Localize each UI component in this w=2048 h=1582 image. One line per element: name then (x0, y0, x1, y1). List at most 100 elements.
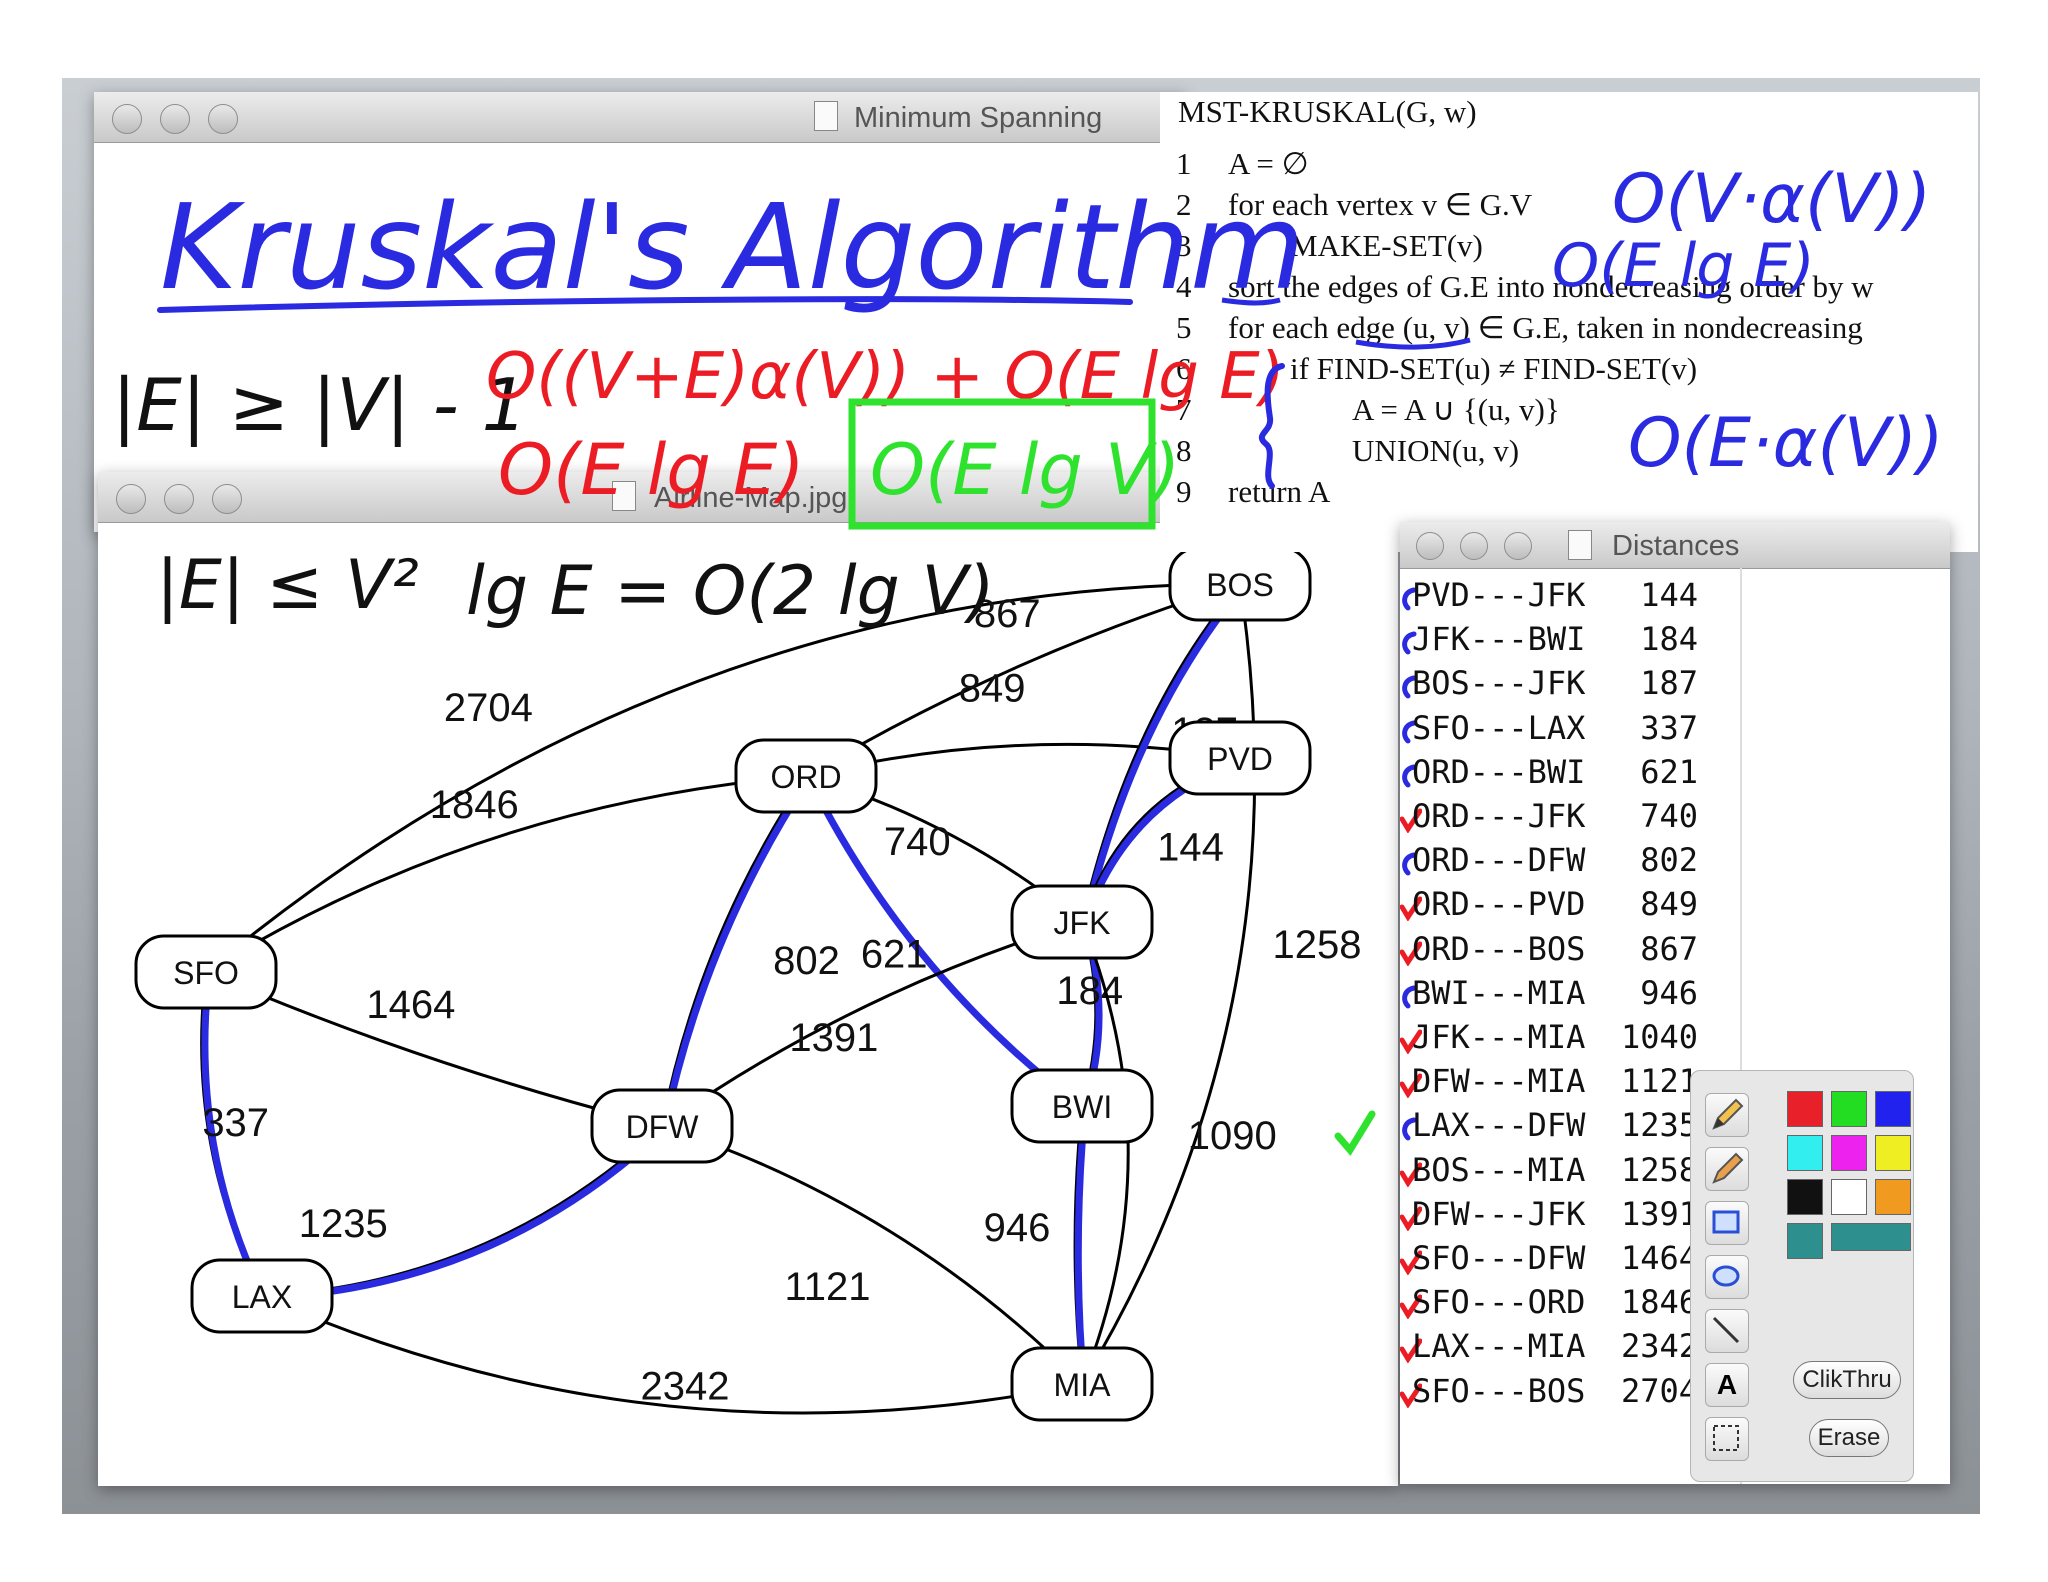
color-swatch[interactable] (1831, 1179, 1867, 1215)
accepted-mark-icon (1400, 626, 1422, 655)
edge-name: ORD---JFK (1412, 797, 1586, 835)
color-swatch[interactable] (1875, 1179, 1911, 1215)
distances-titlebar[interactable]: Distances (1400, 522, 1950, 569)
edge-weight-label: 946 (984, 1206, 1051, 1250)
drawing-palette: A ClikThru Erase (1690, 1070, 1914, 1482)
edge-weight-label: 1121 (784, 1265, 870, 1309)
color-swatch[interactable] (1831, 1091, 1867, 1127)
edge-name: BOS---JFK (1412, 664, 1586, 703)
accepted-mark-icon (1400, 670, 1422, 699)
color-swatch[interactable] (1787, 1179, 1823, 1215)
color-swatch[interactable] (1787, 1135, 1823, 1171)
airport-node-pvd: PVD (1168, 720, 1312, 796)
line-number: 5 (1176, 310, 1192, 345)
selection-icon[interactable] (1705, 1417, 1749, 1461)
graph-edge-dfw-mia (661, 1124, 1084, 1386)
close-button[interactable] (1416, 532, 1444, 560)
text-icon[interactable]: A (1705, 1363, 1749, 1407)
color-swatch[interactable] (1831, 1223, 1911, 1251)
mst-highlight-ord-dfw (660, 774, 813, 1133)
edge-weight-label: 184 (1056, 969, 1123, 1013)
node-label: PVD (1207, 741, 1273, 777)
zoom-button[interactable] (212, 484, 242, 514)
edge-name: JFK---MIA (1412, 1018, 1586, 1056)
airport-node-jfk: JFK (1010, 884, 1154, 960)
edge-weight-label: 1464 (366, 983, 455, 1027)
window-title: Airline-Map.jpg (654, 482, 848, 514)
clickthru-button[interactable]: ClikThru (1793, 1361, 1901, 1399)
edge-weight-label: 1090 (1188, 1114, 1277, 1158)
window-title: Minimum Spanning (854, 102, 1103, 134)
rectangle-icon[interactable] (1705, 1201, 1749, 1245)
edge-weight-label: 1846 (430, 783, 519, 827)
line-icon[interactable] (1705, 1309, 1749, 1353)
color-swatch[interactable] (1875, 1135, 1911, 1171)
mst-highlight-sfo-lax (201, 970, 268, 1303)
edge-weight-label: 1391 (789, 1016, 878, 1060)
color-swatch[interactable] (1875, 1091, 1911, 1127)
color-swatch[interactable] (1831, 1135, 1867, 1171)
edge-name: ORD---PVD (1412, 885, 1586, 924)
close-button[interactable] (116, 484, 146, 514)
edge-weight-label: 1235 (299, 1202, 388, 1246)
accepted-mark-icon (1400, 715, 1422, 744)
edge-weight-label: 2342 (640, 1365, 729, 1409)
edge-distance: 1121 (1620, 1062, 1698, 1101)
graph-edge-bos-mia (1080, 583, 1257, 1385)
edge-distance: 867 (1640, 929, 1698, 968)
rejected-mark-icon (1399, 891, 1423, 923)
edge-distance: 1391 (1620, 1194, 1698, 1233)
notes-titlebar[interactable]: Minimum Spanning (94, 92, 1186, 143)
minimize-button[interactable] (164, 484, 194, 514)
edge-distance: 2342 (1620, 1327, 1698, 1366)
zoom-button[interactable] (208, 104, 238, 134)
close-button[interactable] (112, 104, 142, 134)
airport-node-sfo: SFO (134, 934, 278, 1010)
list-divider (1740, 568, 1742, 1484)
color-swatch[interactable] (1787, 1223, 1823, 1259)
color-swatch[interactable] (1787, 1091, 1823, 1127)
node-box (590, 1088, 734, 1164)
edge-weight-label: 1258 (1273, 923, 1362, 967)
edge-distance: 1846 (1620, 1283, 1698, 1322)
erase-button[interactable]: Erase (1809, 1419, 1889, 1457)
algorithm-line: A = ∅ (1228, 146, 1309, 181)
edge-distance: 1235 (1620, 1106, 1698, 1145)
ellipse-icon[interactable] (1705, 1255, 1749, 1299)
edge-name: JFK---BWI (1412, 620, 1586, 659)
graph-edge-sfo-bos (205, 582, 1241, 974)
document-icon (814, 101, 838, 131)
line-number: 6 (1176, 351, 1192, 386)
zoom-button[interactable] (1504, 532, 1532, 560)
edge-distance: 1258 (1620, 1150, 1698, 1189)
minimize-button[interactable] (1460, 532, 1488, 560)
highlighter-icon[interactable] (1705, 1147, 1749, 1191)
pencil-icon[interactable] (1705, 1093, 1749, 1137)
rejected-mark-icon (1399, 1157, 1423, 1188)
minimize-button[interactable] (160, 104, 190, 134)
node-label: DFW (626, 1109, 700, 1145)
graph-edge-sfo-ord (205, 774, 807, 974)
rejected-mark-icon (1399, 1245, 1423, 1276)
algorithm-line: for each vertex v ∈ G.V (1228, 187, 1533, 222)
